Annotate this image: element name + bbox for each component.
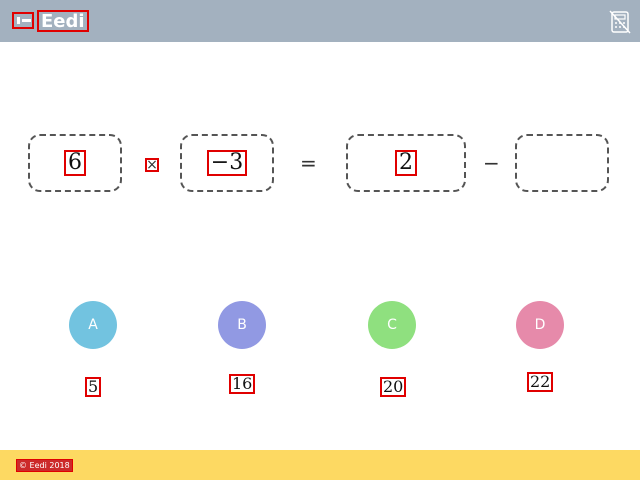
equation-box-2: −3 — [180, 134, 274, 192]
brand-name: Eedi — [37, 10, 89, 32]
choice-c-answer: 20 — [380, 377, 407, 397]
calculator-disabled-icon[interactable] — [609, 10, 631, 34]
equation-box-3: 2 — [346, 134, 466, 192]
choice-d-answer: 22 — [527, 372, 554, 392]
choice-b-letter: B — [237, 317, 247, 333]
eedi-logo-icon — [12, 12, 34, 29]
choice-c-button[interactable]: C — [368, 301, 416, 349]
choice-b-button[interactable]: B — [218, 301, 266, 349]
minus-operator: − — [483, 151, 500, 175]
copyright-text: © Eedi 2018 — [16, 459, 73, 472]
choice-b-answer: 16 — [229, 374, 256, 394]
top-bar: Eedi — [0, 0, 640, 42]
equation-value-1: 6 — [64, 150, 86, 176]
equation-box-1: 6 — [28, 134, 122, 192]
multiply-operator: × — [145, 157, 159, 173]
choice-d-button[interactable]: D — [516, 301, 564, 349]
equation-value-2: −3 — [206, 150, 248, 176]
footer-bar: © Eedi 2018 — [0, 450, 640, 480]
equation-value-3: 2 — [395, 150, 417, 176]
choice-a-letter: A — [88, 317, 98, 333]
choice-a-button[interactable]: A — [69, 301, 117, 349]
equals-sign: = — [300, 151, 317, 175]
equation-box-4-empty — [515, 134, 609, 192]
choice-c-letter: C — [387, 317, 397, 333]
choice-d-letter: D — [534, 317, 546, 333]
choice-a-answer: 5 — [85, 377, 102, 397]
